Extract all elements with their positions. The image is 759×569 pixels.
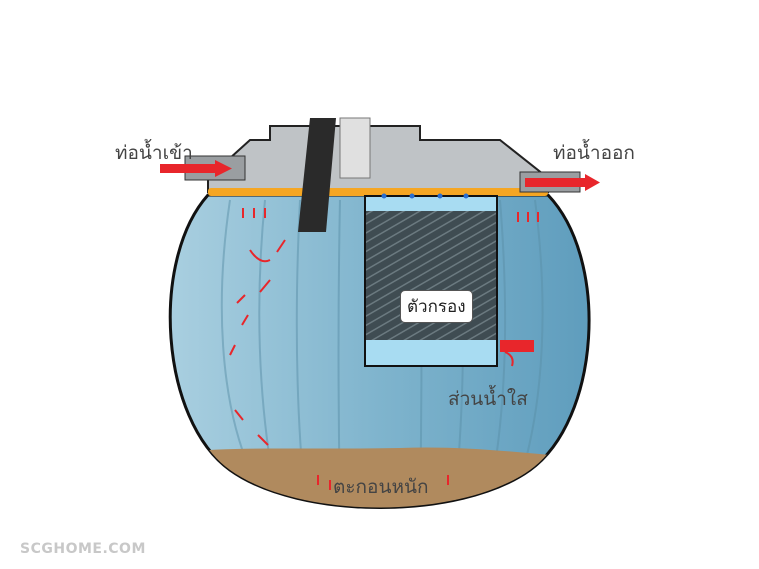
- outlet-pipe: [519, 171, 600, 193]
- clear-water-label: ส่วนน้ำใส: [448, 388, 528, 410]
- outlet-arrow-icon: [585, 174, 600, 191]
- inlet-pipe-label: ท่อน้ำเข้า: [115, 142, 193, 164]
- outlet-pipe-label: ท่อน้ำออก: [553, 142, 635, 164]
- inlet-arrow-icon: [215, 160, 232, 177]
- inlet-pipe: [160, 155, 246, 181]
- filter-chamber: [364, 195, 534, 367]
- seal-ring: [208, 188, 548, 196]
- filter-label: ตัวกรอง: [400, 290, 473, 323]
- tank-lid: [207, 117, 549, 196]
- flow-arrows: [229, 193, 539, 490]
- watermark: SCGHOME.COM: [20, 541, 146, 557]
- vent-pipe: [298, 118, 336, 232]
- heavy-sediment-label: ตะกอนหนัก: [333, 476, 429, 498]
